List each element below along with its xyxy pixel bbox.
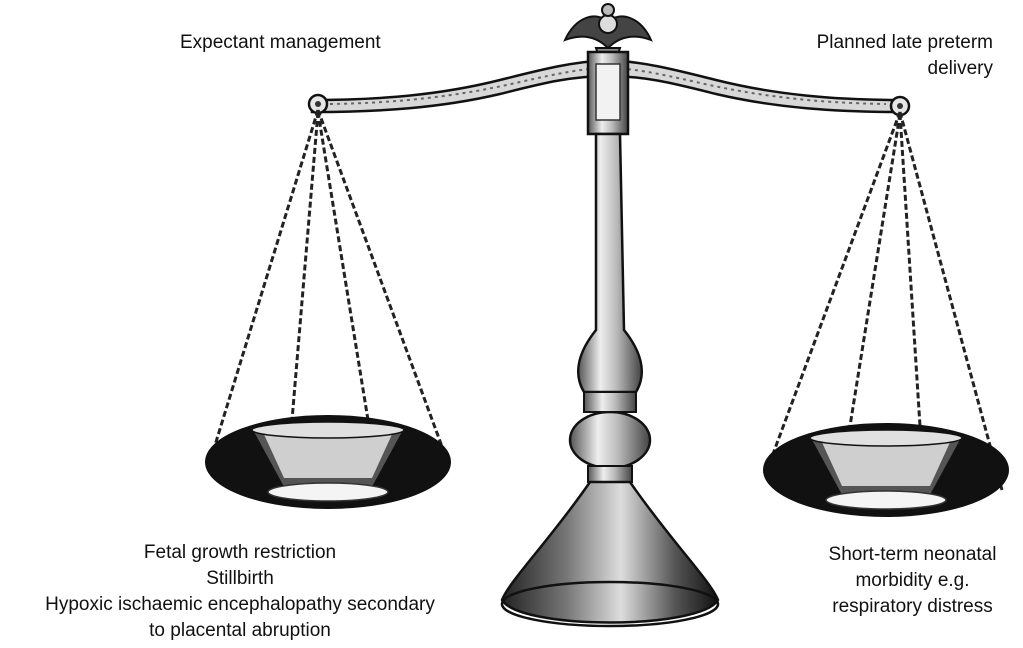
left-pan [206,416,450,508]
left-risk-item: Hypoxic ischaemic encephalopathy seconda… [0,592,480,618]
left-heading: Expectant management [180,30,381,56]
right-heading-line-2: delivery [817,56,993,82]
right-pan [764,424,1008,516]
left-chains [212,110,444,455]
planned-delivery-label: Planned late preterm delivery [817,30,993,82]
left-risk-item: Fetal growth restriction [0,540,480,566]
right-risk-item: morbidity e.g. [810,568,1015,594]
right-risk-item: Short-term neonatal [810,542,1015,568]
right-risk-item: respiratory distress [810,594,1015,620]
right-heading-line-1: Planned late preterm [817,30,993,56]
expectant-management-risks: Fetal growth restriction Stillbirth Hypo… [0,540,480,644]
planned-delivery-risks: Short-term neonatal morbidity e.g. respi… [810,542,1015,620]
left-risk-item: to placental abruption [0,618,480,644]
expectant-management-label: Expectant management [180,30,381,56]
center-column [502,52,718,626]
left-risk-item: Stillbirth [0,566,480,592]
